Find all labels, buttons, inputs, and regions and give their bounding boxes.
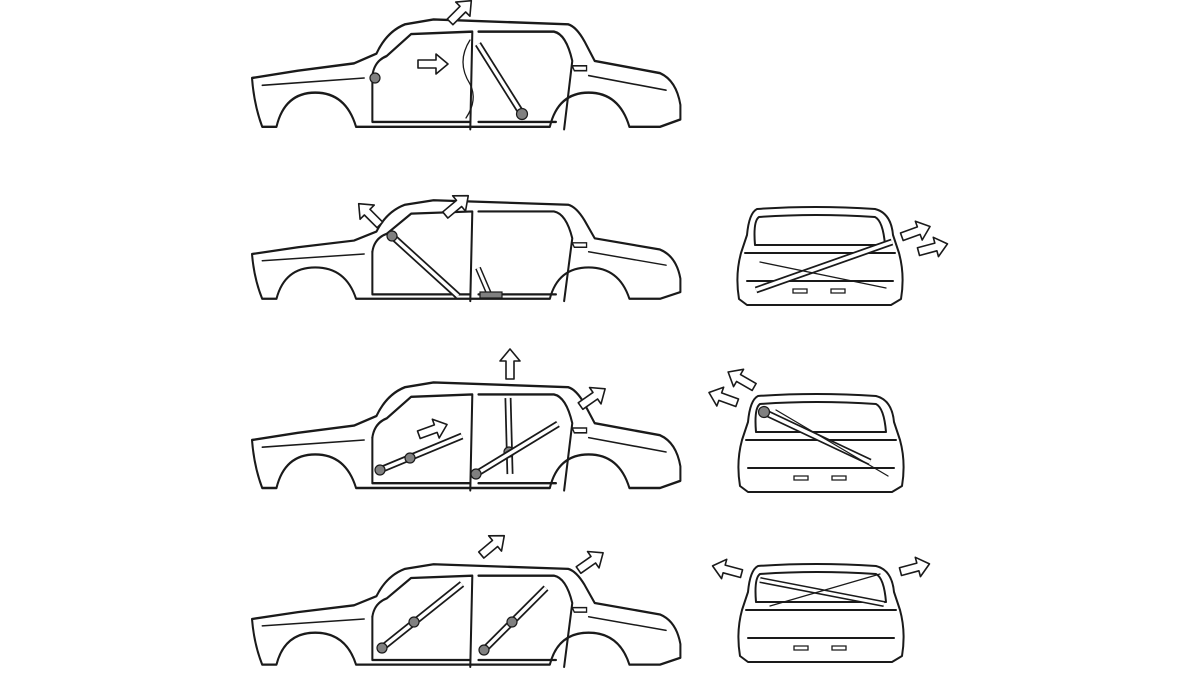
- row-4-side-view: [250, 527, 682, 669]
- brace-strut: [754, 238, 894, 294]
- row-2-rear-view: [736, 206, 951, 306]
- row-3-side-view: [250, 348, 682, 492]
- force-arrow-icon: [571, 543, 610, 580]
- row-2-side-view: [250, 187, 682, 303]
- brace-strut: [376, 581, 465, 654]
- brace-strut: [478, 585, 549, 656]
- brace-strut: [475, 42, 529, 121]
- brace-strut: [759, 577, 885, 607]
- row-1-side-view: [250, 0, 682, 131]
- force-arrow-icon: [704, 382, 742, 413]
- force-arrow-icon: [897, 216, 935, 247]
- force-arrow-icon: [709, 555, 745, 585]
- force-arrow-icon: [897, 553, 933, 583]
- brace-strut: [775, 409, 889, 477]
- force-arrow-icon: [474, 527, 512, 564]
- force-arrow-icon: [722, 362, 760, 397]
- deformed-pillar: [462, 39, 474, 119]
- force-arrow-icon: [499, 348, 521, 380]
- brace-strut: [769, 573, 881, 607]
- brace-strut: [374, 432, 464, 476]
- brace-strut: [759, 261, 887, 289]
- row-4-rear-view: [709, 553, 933, 663]
- brace-strut: [475, 266, 503, 299]
- brace-strut: [386, 230, 461, 299]
- brace-strut: [470, 421, 560, 480]
- brace-strut: [757, 405, 872, 466]
- row-3-rear-view: [704, 362, 905, 493]
- brace-strut: [369, 72, 463, 84]
